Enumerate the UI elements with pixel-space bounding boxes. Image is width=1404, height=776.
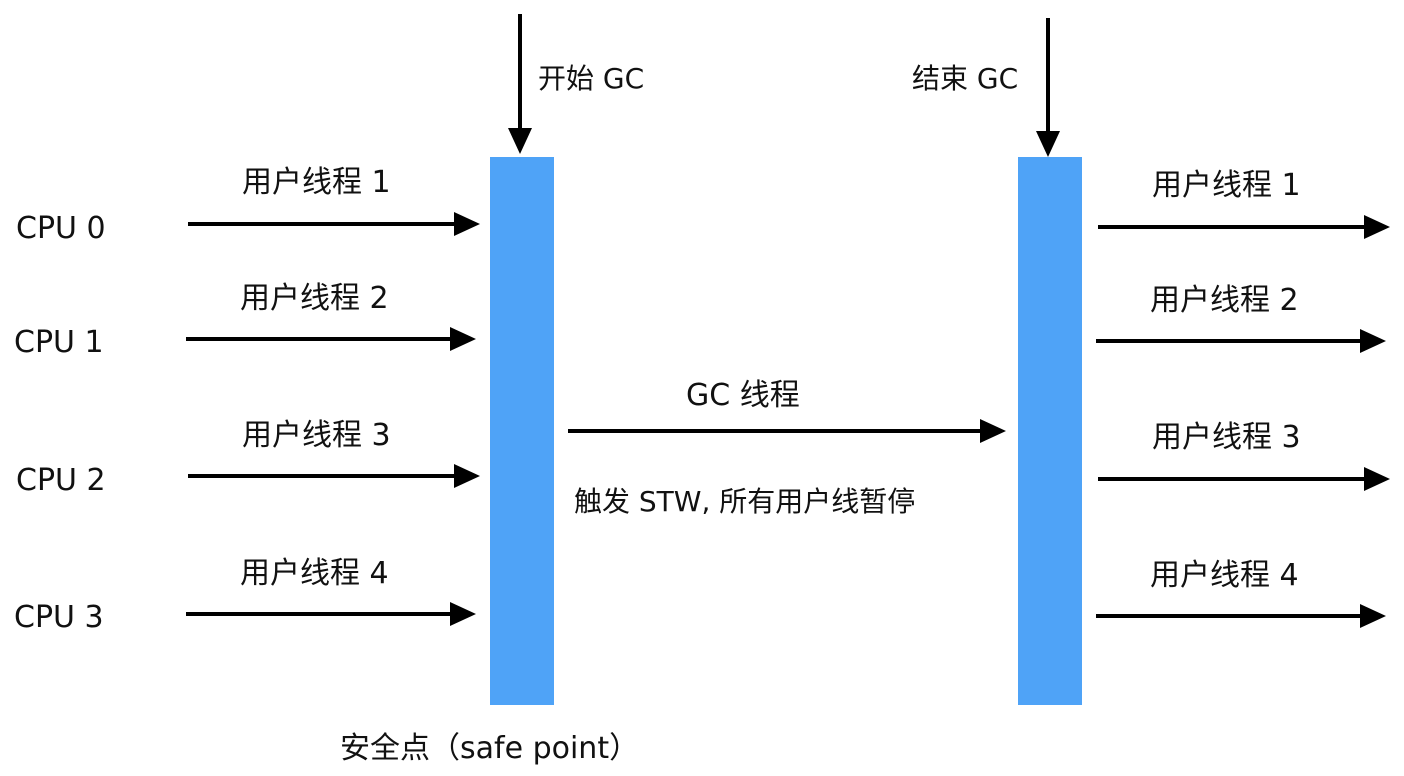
right-thread-label-4: 用户线程 4 <box>1150 558 1299 593</box>
start-gc-arrow <box>508 14 532 154</box>
safe-point-bar-left <box>490 157 554 705</box>
cpu-label-2: CPU 2 <box>16 463 106 498</box>
cpu-label-1: CPU 1 <box>14 325 104 360</box>
end-gc-arrow <box>1036 18 1060 157</box>
gc-thread-arrow <box>568 419 1006 443</box>
safe-point-bar-right <box>1018 157 1082 705</box>
left-thread-arrow-4 <box>186 602 476 626</box>
end-gc-label: 结束 GC <box>912 62 1018 95</box>
left-thread-arrow-2 <box>186 327 476 351</box>
cpu-label-3: CPU 3 <box>14 600 104 635</box>
left-thread-label-4: 用户线程 4 <box>240 556 389 591</box>
right-thread-label-1: 用户线程 1 <box>1152 168 1301 203</box>
right-thread-arrow-1 <box>1098 215 1390 239</box>
right-thread-arrow-3 <box>1098 467 1390 491</box>
cpu-label-0: CPU 0 <box>16 211 106 246</box>
right-thread-arrow-4 <box>1096 604 1386 628</box>
left-thread-arrow-1 <box>188 212 480 236</box>
stw-note: 触发 STW, 所有用户线暂停 <box>574 485 915 518</box>
left-thread-label-2: 用户线程 2 <box>240 281 389 316</box>
right-thread-arrow-2 <box>1096 329 1386 353</box>
right-thread-label-2: 用户线程 2 <box>1150 283 1299 318</box>
right-thread-label-3: 用户线程 3 <box>1152 420 1301 455</box>
left-thread-label-3: 用户线程 3 <box>242 418 391 453</box>
safe-point-label: 安全点（safe point） <box>340 731 639 766</box>
left-thread-arrow-3 <box>188 464 480 488</box>
start-gc-label: 开始 GC <box>538 62 644 95</box>
left-thread-label-1: 用户线程 1 <box>242 165 391 200</box>
gc-thread-label: GC 线程 <box>686 378 800 413</box>
